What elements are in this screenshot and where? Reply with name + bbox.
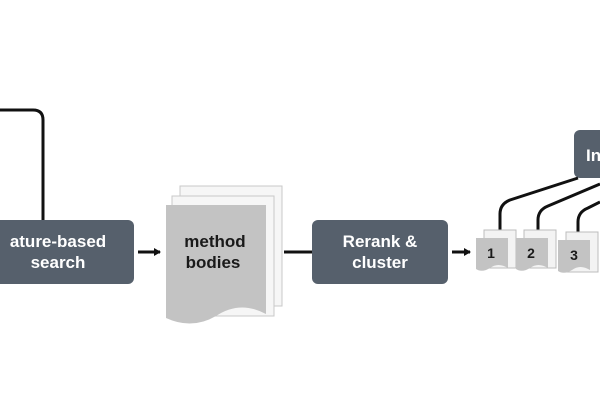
cluster-1-connector bbox=[498, 176, 579, 232]
rerank-label-line1: Rerank & bbox=[343, 232, 418, 251]
feature-search-label-line1: ature-based bbox=[10, 232, 106, 251]
cluster-doc-1: 1 bbox=[476, 229, 517, 271]
feature-search-label-line2: search bbox=[31, 253, 86, 272]
cluster-3-label: 3 bbox=[570, 247, 578, 263]
rerank-cluster-box: Rerank & cluster bbox=[312, 220, 448, 284]
cluster-doc-2: 2 bbox=[516, 229, 557, 271]
cluster-doc-3: 3 bbox=[558, 231, 599, 273]
feedback-connector bbox=[0, 108, 45, 220]
method-bodies-label-line1: method bbox=[184, 232, 245, 251]
cluster-2-connector bbox=[536, 182, 600, 232]
method-bodies-label-line2: bodies bbox=[186, 253, 241, 272]
cluster-1-label: 1 bbox=[487, 245, 495, 261]
method-bodies-documents: method bodies bbox=[166, 185, 283, 324]
cluster-3-connector bbox=[576, 200, 600, 236]
cluster-2-label: 2 bbox=[527, 245, 535, 261]
feature-based-search-box: ature-based search bbox=[0, 220, 134, 284]
top-right-box: In bbox=[574, 130, 600, 178]
rerank-label-line2: cluster bbox=[352, 253, 408, 272]
top-right-box-label: In bbox=[586, 146, 600, 165]
